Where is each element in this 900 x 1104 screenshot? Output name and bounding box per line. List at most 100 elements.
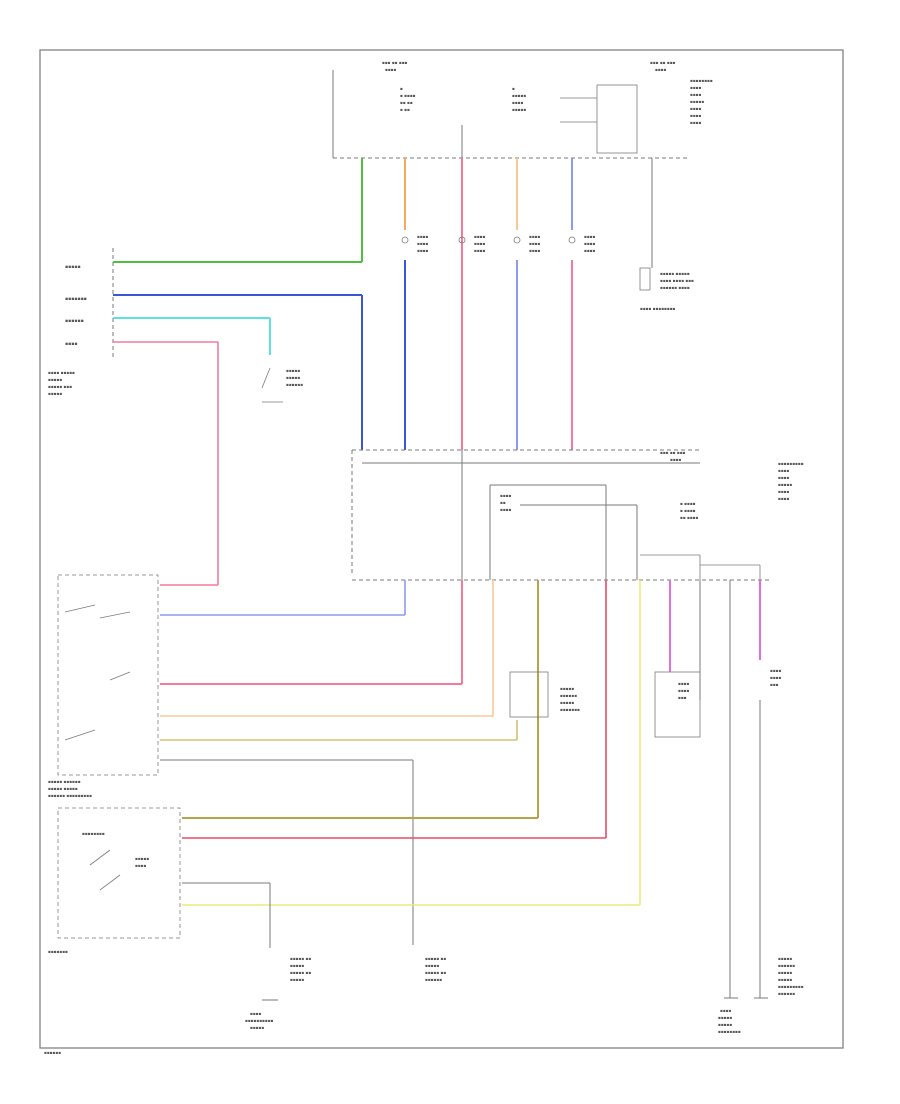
- svg-text:▪▪▪▪: ▪▪▪▪: [417, 241, 429, 246]
- svg-text:▪▪▪▪: ▪▪▪▪: [690, 106, 702, 111]
- front-lamp-wires: ▪▪▪▪▪ ▪▪▪▪▪ ▪▪▪▪ ▪▪▪▪ ▪▪▪ ▪▪▪▪▪▪ ▪▪▪▪ ▪▪…: [361, 158, 694, 450]
- svg-text:▪▪▪▪▪▪▪▪: ▪▪▪▪▪▪▪▪: [718, 1029, 741, 1034]
- svg-text:▪▪▪▪▪▪▪: ▪▪▪▪▪▪▪: [48, 949, 68, 954]
- svg-text:▪▪▪▪▪ ▪▪: ▪▪▪▪▪ ▪▪: [425, 970, 446, 975]
- svg-text:▪▪▪▪: ▪▪▪▪: [778, 475, 790, 480]
- svg-text:▪▪▪▪: ▪▪▪▪: [385, 67, 397, 72]
- svg-text:▪▪▪▪▪▪: ▪▪▪▪▪▪: [425, 977, 442, 982]
- svg-text:▪▪▪▪ ▪▪▪▪▪▪▪▪: ▪▪▪▪ ▪▪▪▪▪▪▪▪: [640, 306, 676, 311]
- svg-text:▪▪▪▪: ▪▪▪▪: [720, 1008, 732, 1013]
- svg-text:▪▪▪▪▪ ▪▪▪▪▪: ▪▪▪▪▪ ▪▪▪▪▪: [48, 786, 78, 791]
- svg-text:▪▪▪▪▪▪▪: ▪▪▪▪▪▪▪: [65, 297, 87, 302]
- svg-text:▪▪▪▪▪▪▪▪: ▪▪▪▪▪▪▪▪: [82, 831, 105, 836]
- svg-text:▪▪▪▪▪: ▪▪▪▪▪: [560, 686, 574, 691]
- svg-text:▪▪▪▪ ▪▪▪▪▪: ▪▪▪▪ ▪▪▪▪▪: [48, 370, 75, 375]
- svg-text:▪▪▪▪▪ ▪▪: ▪▪▪▪▪ ▪▪: [290, 970, 311, 975]
- svg-text:▪▪▪▪▪▪▪▪▪▪: ▪▪▪▪▪▪▪▪▪▪: [245, 1018, 274, 1023]
- svg-text:▪▪▪▪▪: ▪▪▪▪▪: [512, 93, 526, 98]
- svg-text:▪▪▪▪▪▪▪: ▪▪▪▪▪▪▪: [560, 707, 580, 712]
- svg-text:▪▪▪▪▪: ▪▪▪▪▪: [778, 956, 792, 961]
- svg-text:▪▪▪▪▪: ▪▪▪▪▪: [135, 856, 149, 861]
- svg-text:▪▪▪ ▪▪ ▪▪▪: ▪▪▪ ▪▪ ▪▪▪: [650, 60, 676, 65]
- svg-text:▪▪▪▪: ▪▪▪▪: [474, 241, 486, 246]
- svg-text:▪▪▪▪▪ ▪▪: ▪▪▪▪▪ ▪▪: [290, 956, 311, 961]
- svg-text:▪▪▪: ▪▪▪: [770, 682, 779, 687]
- svg-text:▪▪▪▪: ▪▪▪▪: [770, 668, 782, 673]
- headlamp-switch: ▪▪▪▪▪ ▪▪▪▪▪▪ ▪▪▪▪▪ ▪▪▪▪▪ ▪▪▪▪▪▪ ▪▪▪▪▪▪▪▪…: [48, 574, 159, 798]
- svg-text:▪▪▪▪▪▪: ▪▪▪▪▪▪: [286, 382, 303, 387]
- body-control-module: ▪▪▪▪▪ ▪▪▪▪▪▪▪ ▪▪▪▪▪▪ ▪▪▪▪ ▪▪▪▪ ▪▪▪▪▪ ▪▪▪…: [48, 248, 363, 585]
- svg-text:▪▪▪▪: ▪▪▪▪: [778, 468, 790, 473]
- svg-text:▪▪▪▪▪: ▪▪▪▪▪: [286, 375, 300, 380]
- svg-text:▪▪▪▪: ▪▪▪▪: [690, 85, 702, 90]
- svg-text:▪▪▪▪▪: ▪▪▪▪▪: [290, 977, 304, 982]
- svg-text:▪▪▪▪▪▪▪▪: ▪▪▪▪▪▪▪▪: [690, 78, 713, 83]
- svg-text:▪▪▪▪▪: ▪▪▪▪▪: [778, 977, 792, 982]
- svg-text:▪▪▪▪▪▪▪▪▪: ▪▪▪▪▪▪▪▪▪: [778, 984, 804, 989]
- svg-text:▪▪▪: ▪▪▪: [678, 695, 687, 700]
- svg-text:▪ ▪▪▪▪: ▪ ▪▪▪▪: [680, 508, 696, 513]
- top-fuse-panel: ▪▪▪ ▪▪ ▪▪▪ ▪▪▪▪ ▪ ▪ ▪▪▪▪ ▪▪ ▪▪ ▪ ▪▪ ▪ ▪▪…: [332, 60, 713, 159]
- svg-text:▪▪▪▪: ▪▪▪▪: [670, 457, 682, 462]
- relay-block: ▪▪▪▪▪ ▪▪▪▪▪▪ ▪▪▪▪▪ ▪▪▪▪▪▪▪: [509, 671, 580, 718]
- svg-text:▪▪▪▪: ▪▪▪▪: [778, 489, 790, 494]
- svg-text:▪▪▪▪: ▪▪▪▪: [65, 342, 77, 347]
- svg-text:▪▪▪▪▪ ▪▪: ▪▪▪▪▪ ▪▪: [425, 956, 446, 961]
- svg-text:▪▪▪▪: ▪▪▪▪: [417, 248, 429, 253]
- svg-text:▪▪ ▪▪: ▪▪ ▪▪: [400, 100, 413, 105]
- svg-text:▪▪▪▪▪ ▪▪▪: ▪▪▪▪▪ ▪▪▪: [48, 384, 72, 389]
- svg-text:▪▪▪▪▪: ▪▪▪▪▪: [48, 377, 62, 382]
- svg-text:▪▪▪ ▪▪ ▪▪▪: ▪▪▪ ▪▪ ▪▪▪: [660, 450, 686, 455]
- svg-text:▪▪▪▪ ▪▪▪▪ ▪▪▪: ▪▪▪▪ ▪▪▪▪ ▪▪▪: [660, 278, 694, 283]
- svg-text:▪: ▪: [512, 86, 515, 91]
- svg-text:▪▪▪▪: ▪▪▪▪: [512, 100, 524, 105]
- svg-text:▪▪ ▪▪▪▪: ▪▪ ▪▪▪▪: [680, 515, 699, 520]
- svg-text:▪▪▪▪▪: ▪▪▪▪▪: [778, 970, 792, 975]
- svg-text:▪▪▪▪▪: ▪▪▪▪▪: [250, 1025, 264, 1030]
- svg-text:▪▪▪▪▪▪ ▪▪▪▪: ▪▪▪▪▪▪ ▪▪▪▪: [660, 285, 690, 290]
- svg-text:▪▪▪▪▪: ▪▪▪▪▪: [778, 482, 792, 487]
- svg-text:▪▪▪▪▪▪▪▪▪: ▪▪▪▪▪▪▪▪▪: [778, 461, 804, 466]
- diagram-frame: [39, 49, 844, 1049]
- svg-text:▪▪▪▪▪ ▪▪▪▪▪: ▪▪▪▪▪ ▪▪▪▪▪: [660, 271, 690, 276]
- svg-text:▪▪▪▪: ▪▪▪▪: [135, 863, 147, 868]
- svg-text:▪▪▪▪▪ ▪▪▪▪▪▪: ▪▪▪▪▪ ▪▪▪▪▪▪: [48, 779, 81, 784]
- lower-wiring: ▪▪▪▪ ▪▪▪▪ ▪▪▪ ▪▪▪▪ ▪▪▪▪ ▪▪▪: [160, 580, 782, 998]
- middle-fuse-bus: ▪▪▪ ▪▪ ▪▪▪ ▪▪▪▪ ▪▪▪▪▪▪▪▪▪ ▪▪▪▪ ▪▪▪▪ ▪▪▪▪…: [351, 449, 804, 581]
- svg-text:▪▪▪▪: ▪▪▪▪: [690, 92, 702, 97]
- svg-text:▪▪▪▪: ▪▪▪▪: [584, 248, 596, 253]
- svg-text:▪▪▪▪▪: ▪▪▪▪▪: [560, 700, 574, 705]
- svg-text:▪▪▪▪: ▪▪▪▪: [250, 1011, 262, 1016]
- svg-text:▪▪▪▪: ▪▪▪▪: [529, 234, 541, 239]
- svg-text:▪▪▪▪: ▪▪▪▪: [474, 234, 486, 239]
- svg-text:▪▪▪▪: ▪▪▪▪: [690, 120, 702, 125]
- svg-text:▪▪▪▪: ▪▪▪▪: [474, 248, 486, 253]
- svg-text:▪▪▪▪: ▪▪▪▪: [655, 67, 667, 72]
- svg-text:▪ ▪▪▪▪: ▪ ▪▪▪▪: [400, 93, 416, 98]
- svg-text:▪▪▪▪▪: ▪▪▪▪▪: [65, 265, 81, 270]
- svg-text:▪: ▪: [400, 86, 403, 91]
- svg-text:▪▪▪▪: ▪▪▪▪: [500, 507, 512, 512]
- svg-text:▪▪▪▪▪▪ ▪▪▪▪▪▪▪▪▪: ▪▪▪▪▪▪ ▪▪▪▪▪▪▪▪▪: [48, 793, 92, 798]
- svg-text:▪▪▪▪▪: ▪▪▪▪▪: [718, 1015, 732, 1020]
- svg-text:▪▪▪▪: ▪▪▪▪: [678, 681, 690, 686]
- svg-text:▪▪▪▪▪▪: ▪▪▪▪▪▪: [778, 963, 795, 968]
- svg-text:▪▪: ▪▪: [500, 500, 506, 505]
- svg-text:▪▪▪▪: ▪▪▪▪: [529, 241, 541, 246]
- svg-text:▪▪▪▪▪: ▪▪▪▪▪: [290, 963, 304, 968]
- svg-text:▪▪▪▪▪▪: ▪▪▪▪▪▪: [560, 693, 577, 698]
- svg-text:▪▪▪▪: ▪▪▪▪: [770, 675, 782, 680]
- svg-text:▪▪▪▪: ▪▪▪▪: [678, 688, 690, 693]
- svg-text:▪▪▪▪: ▪▪▪▪: [584, 241, 596, 246]
- svg-text:▪▪▪▪▪: ▪▪▪▪▪: [512, 107, 526, 112]
- ground-points: ▪▪▪▪▪ ▪▪ ▪▪▪▪▪ ▪▪▪▪▪ ▪▪ ▪▪▪▪▪ ▪▪▪▪ ▪▪▪▪▪…: [245, 956, 804, 1034]
- svg-text:▪▪▪▪: ▪▪▪▪: [690, 113, 702, 118]
- combination-switch: ▪▪▪▪▪▪▪▪ ▪▪▪▪▪ ▪▪▪▪ ▪▪▪▪▪▪▪: [48, 807, 181, 954]
- svg-text:▪▪▪ ▪▪ ▪▪▪: ▪▪▪ ▪▪ ▪▪▪: [382, 60, 408, 65]
- svg-text:▪▪▪▪: ▪▪▪▪: [584, 234, 596, 239]
- svg-text:▪▪▪▪▪: ▪▪▪▪▪: [286, 368, 300, 373]
- svg-text:▪▪▪▪: ▪▪▪▪: [417, 234, 429, 239]
- svg-text:▪▪▪▪▪▪: ▪▪▪▪▪▪: [778, 991, 795, 996]
- svg-text:▪▪▪▪▪: ▪▪▪▪▪: [425, 963, 439, 968]
